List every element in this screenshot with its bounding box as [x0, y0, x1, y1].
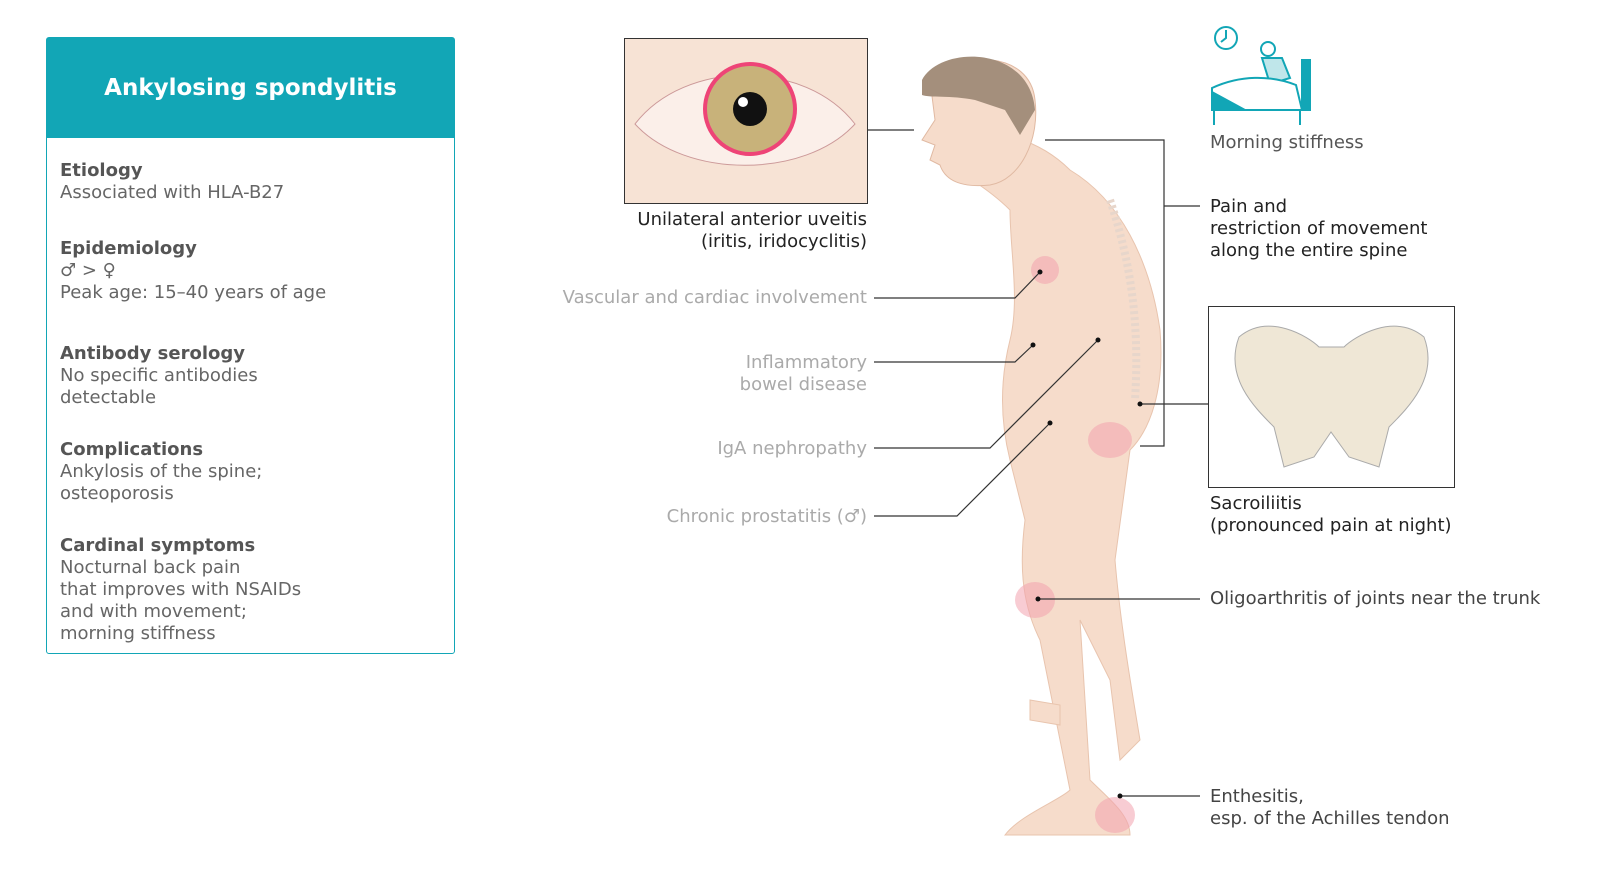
pelvis-icon: [1234, 325, 1429, 468]
inflamed-eye-icon: [634, 62, 856, 166]
section-text: Associated with HLA-B27: [60, 182, 285, 203]
hair: [922, 56, 1035, 136]
section-text: ♂ > ♀: [60, 260, 116, 281]
section-heading: Complications: [60, 439, 204, 460]
connector-lines: [868, 129, 1208, 797]
section-text: Nocturnal back pain: [60, 557, 241, 578]
section-text: No specific antibodies: [60, 365, 258, 386]
morning-stiffness-label: Morning stiffness: [1210, 132, 1364, 153]
card-title: Ankylosing spondylitis: [47, 38, 454, 138]
section-text: that improves with NSAIDs: [60, 579, 302, 600]
section-heading: Cardinal symptoms: [60, 535, 256, 556]
prostatitis-label: Chronic prostatitis (♂): [666, 506, 867, 527]
section-text: osteoporosis: [60, 483, 174, 504]
uveitis-label: Unilateral anterior uveitis(iritis, irid…: [637, 209, 867, 252]
section-text: morning stiffness: [60, 623, 216, 644]
section-text: detectable: [60, 387, 157, 408]
info-card: Ankylosing spondylitis Etiology Associat…: [46, 37, 455, 654]
cardinal-symptoms-section: Cardinal symptoms Nocturnal back pain th…: [60, 535, 301, 645]
enthesitis-label: Enthesitis,esp. of the Achilles tendon: [1210, 786, 1450, 829]
section-heading: Epidemiology: [60, 238, 197, 259]
iga-label: IgA nephropathy: [717, 438, 867, 459]
serology-section: Antibody serology No specific antibodies…: [60, 343, 258, 409]
vascular-label: Vascular and cardiac involvement: [562, 287, 867, 308]
spine: [1106, 198, 1141, 401]
section-text: and with movement;: [60, 601, 247, 622]
pain-areas: [1015, 256, 1135, 833]
eye-illustration-box: [624, 38, 868, 204]
sacroiliitis-label: Sacroiliitis(pronounced pain at night): [1210, 493, 1452, 536]
complications-section: Complications Ankylosis of the spine; os…: [60, 439, 262, 505]
section-text: Ankylosis of the spine;: [60, 461, 263, 482]
section-text: Peak age: 15–40 years of age: [60, 282, 327, 303]
epidemiology-section: Epidemiology ♂ > ♀ Peak age: 15–40 years…: [60, 238, 326, 304]
pelvis-illustration-box: [1208, 306, 1455, 488]
oligoarthritis-label: Oligoarthritis of joints near the trunk: [1210, 588, 1541, 609]
section-heading: Etiology: [60, 160, 143, 181]
connector-dots: [1030, 269, 1143, 799]
bed-icon: [1211, 26, 1311, 125]
etiology-section: Etiology Associated with HLA-B27: [60, 160, 284, 204]
section-heading: Antibody serology: [60, 343, 245, 364]
